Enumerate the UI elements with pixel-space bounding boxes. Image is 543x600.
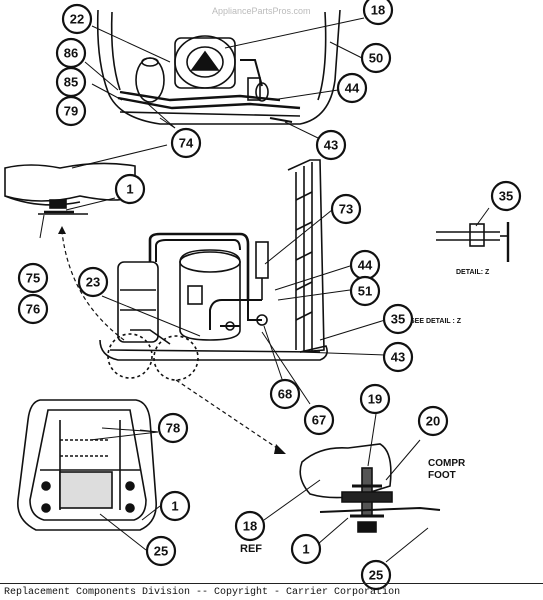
svg-text:43: 43 [391,350,405,365]
svg-text:86: 86 [64,46,78,61]
main-unit-assembly [99,159,328,381]
svg-text:85: 85 [64,75,78,90]
callout-18: 18 [362,0,394,26]
svg-text:44: 44 [345,81,360,96]
svg-text:74: 74 [179,136,194,151]
svg-text:68: 68 [278,387,292,402]
callout-85: 85 [55,66,87,98]
ref-label: REF [240,543,262,555]
svg-text:22: 22 [70,12,84,27]
callout-44: 44 [336,72,368,104]
callout-79: 79 [55,95,87,127]
callout-44: 44 [349,249,381,281]
svg-text:76: 76 [26,302,40,317]
callout-35: 35 [490,180,522,212]
callout-18: 18 [234,510,266,542]
watermark: AppliancePartsPros.com [212,6,311,16]
compressor-foot-detail [299,443,441,533]
svg-text:1: 1 [171,499,178,514]
callout-19: 19 [359,383,391,415]
see-detail-label: SEE DETAIL : Z [410,318,462,325]
svg-text:20: 20 [426,414,440,429]
callout-20: 20 [417,405,449,437]
svg-text:44: 44 [358,258,373,273]
svg-text:23: 23 [86,275,100,290]
callout-51: 51 [349,275,381,307]
svg-text:1: 1 [302,542,309,557]
callout-1: 1 [290,533,322,565]
callout-67: 67 [303,404,335,436]
footer-divider [0,583,543,584]
callout-76: 76 [17,293,49,325]
callout-68: 68 [269,378,301,410]
svg-text:73: 73 [339,202,353,217]
svg-text:19: 19 [368,392,382,407]
callout-22: 22 [61,3,93,35]
compr-label: COMPR [428,458,466,469]
callout-1: 1 [114,173,146,205]
leader-lines [39,17,490,563]
callout-1: 1 [159,490,191,522]
svg-text:50: 50 [369,51,383,66]
arrowhead [274,444,286,454]
svg-text:79: 79 [64,104,78,119]
svg-text:75: 75 [26,271,40,286]
svg-text:78: 78 [166,421,180,436]
callout-43: 43 [315,129,347,161]
callout-23: 23 [77,266,109,298]
callout-50: 50 [360,42,392,74]
top-cabinet-assembly [96,9,341,125]
callout-43: 43 [382,341,414,373]
svg-text:18: 18 [371,3,385,18]
pointer-arrows [61,231,281,451]
svg-text:25: 25 [369,568,383,583]
svg-text:35: 35 [391,312,405,327]
callout-78: 78 [157,412,189,444]
svg-text:51: 51 [358,284,372,299]
base-pan-view [17,399,157,531]
callout-74: 74 [170,127,202,159]
svg-text:67: 67 [312,413,326,428]
svg-text:18: 18 [243,519,257,534]
svg-text:1: 1 [126,182,133,197]
footer-copyright: Replacement Components Division -- Copyr… [4,587,401,598]
callout-75: 75 [17,262,49,294]
detail-z-drawing [436,222,510,262]
callout-25: 25 [360,559,392,591]
callout-35: 35 [382,303,414,335]
svg-text:35: 35 [499,189,513,204]
callout-73: 73 [330,193,362,225]
callout-25: 25 [145,535,177,567]
detail-z-label: DETAIL: Z [456,269,490,276]
svg-text:43: 43 [324,138,338,153]
foot-label: FOOT [428,470,456,481]
arrowhead [58,226,66,234]
callout-86: 86 [55,37,87,69]
svg-text:25: 25 [154,544,168,559]
